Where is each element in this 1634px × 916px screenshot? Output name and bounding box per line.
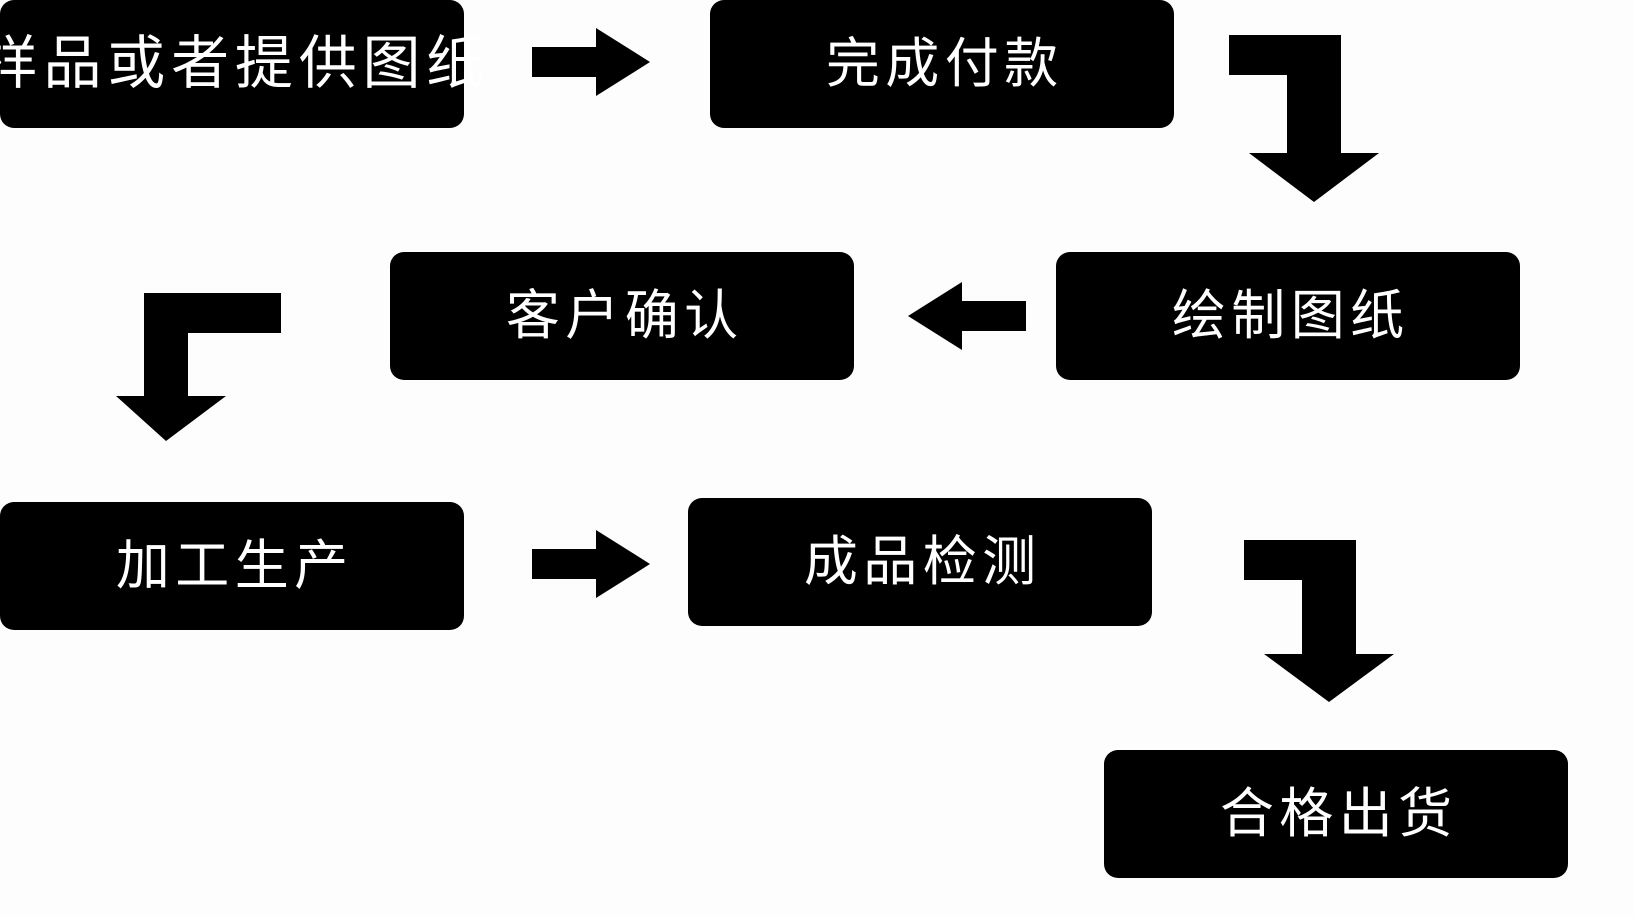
flow-node-production-label: 加工生产 bbox=[115, 536, 354, 596]
arrow-elbow-right-down-icon-inspection-to-shipment bbox=[1244, 540, 1394, 702]
flow-node-production[interactable]: 加工生产 bbox=[0, 502, 464, 630]
flow-node-confirm[interactable]: 客户确认 bbox=[390, 252, 854, 380]
flow-node-sample[interactable]: 样品或者提供图纸 bbox=[0, 0, 484, 128]
flow-node-payment-label: 完成付款 bbox=[825, 34, 1064, 94]
arrow-right-icon-sample-to-payment bbox=[532, 28, 650, 96]
flow-node-confirm-label: 客户确认 bbox=[505, 286, 744, 346]
flow-node-inspection-label: 成品检测 bbox=[803, 532, 1042, 592]
flow-node-drawing-label: 绘制图纸 bbox=[1171, 286, 1410, 346]
arrow-elbow-left-down-icon-confirm-to-production bbox=[116, 293, 281, 441]
arrow-elbow-right-down-icon-payment-to-drawing bbox=[1229, 35, 1379, 202]
flow-node-shipment-label: 合格出货 bbox=[1219, 784, 1458, 844]
flow-node-drawing[interactable]: 绘制图纸 bbox=[1056, 252, 1520, 380]
arrow-left-icon-drawing-to-confirm bbox=[908, 282, 1026, 350]
arrow-right-icon-production-to-inspection bbox=[532, 530, 650, 598]
flow-node-inspection[interactable]: 成品检测 bbox=[688, 498, 1152, 626]
flow-node-payment[interactable]: 完成付款 bbox=[710, 0, 1174, 128]
flow-node-sample-label: 样品或者提供图纸 bbox=[0, 31, 491, 96]
flow-node-shipment[interactable]: 合格出货 bbox=[1104, 750, 1568, 878]
